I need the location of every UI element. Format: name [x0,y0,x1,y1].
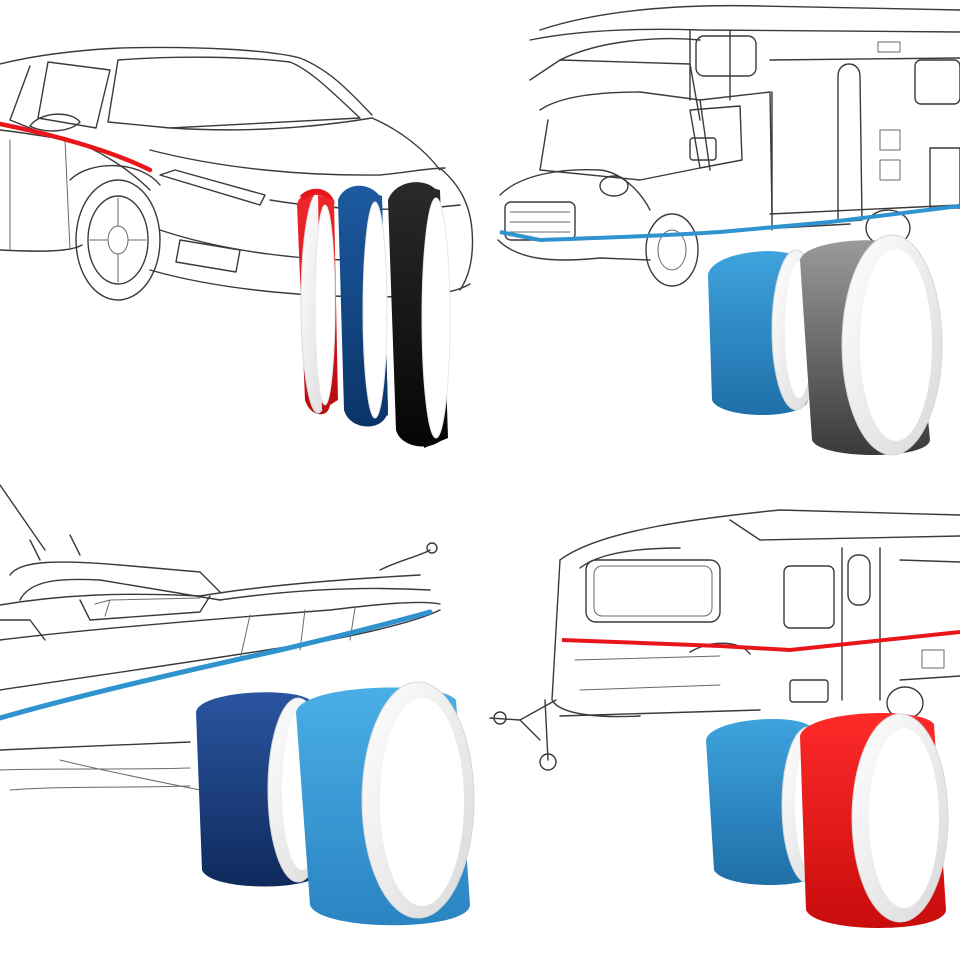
caravan-sketch [489,509,960,771]
motorhome-sketch [497,4,960,287]
boat-sketch [0,484,441,791]
tape-roll-red-caravan [800,712,949,928]
tape-roll-black [388,182,451,448]
tape-roll-sky-blue [296,681,475,926]
tape-roll-dark-blue [338,185,388,427]
tape-roll-red [297,188,338,415]
tape-roll-grey [800,234,943,456]
